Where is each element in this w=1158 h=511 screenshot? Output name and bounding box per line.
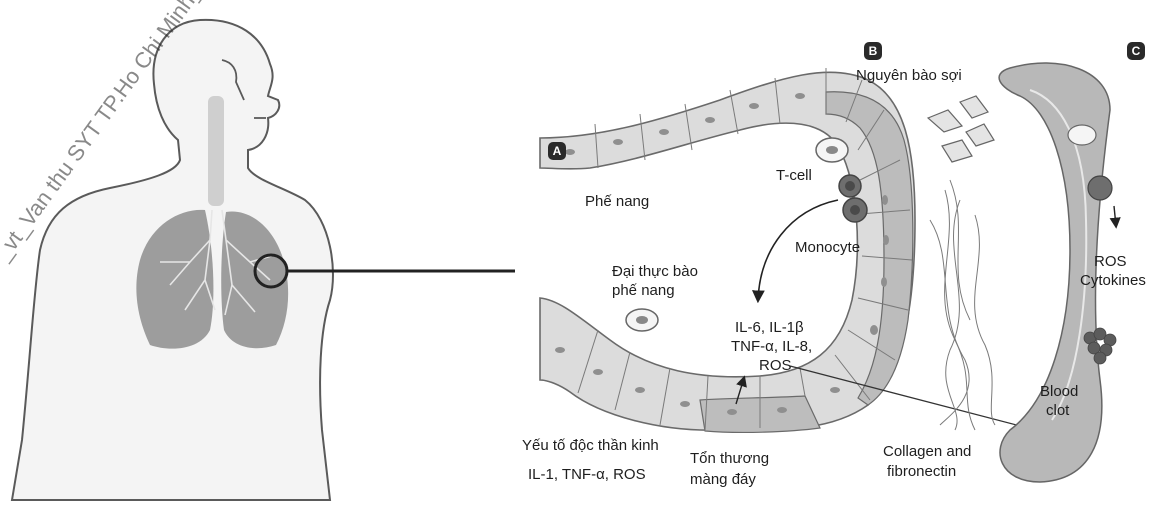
label-yeu-to-2: IL-1, TNF-α, ROS <box>528 465 646 484</box>
collagen-fibers <box>930 180 995 430</box>
badge-b: B <box>864 42 882 60</box>
label-collagen-1: Collagen and <box>883 442 971 461</box>
label-cytokines-vessel: Cytokines <box>1080 271 1146 290</box>
label-yeu-to-1: Yếu tố độc thần kinh <box>522 436 659 455</box>
label-ros: ROS <box>1094 252 1127 271</box>
arrow-ros <box>1114 206 1116 226</box>
label-monocyte: Monocyte <box>795 238 860 257</box>
label-ton-thuong-2: màng đáy <box>690 470 756 489</box>
label-collagen-2: fibronectin <box>887 462 956 481</box>
label-cytokines-2: TNF-α, IL-8, <box>731 337 812 356</box>
fibroblasts <box>928 96 994 162</box>
label-dai-thuc-bao-1: Đại thực bào <box>612 262 698 281</box>
label-cytokines-3: ROS <box>759 356 792 375</box>
label-dai-thuc-bao-2: phế nang <box>612 281 675 300</box>
monocyte <box>843 198 867 222</box>
cell-b-top <box>816 138 848 162</box>
label-blood-clot-2: clot <box>1046 401 1069 420</box>
label-cytokines-1: IL-6, IL-1β <box>735 318 804 337</box>
t-cell <box>839 175 861 197</box>
label-t-cell: T-cell <box>776 166 812 185</box>
trachea <box>208 96 224 206</box>
badge-a: A <box>548 142 566 160</box>
label-blood-clot-1: Blood <box>1040 382 1078 401</box>
alveolar-macrophage <box>626 309 658 331</box>
badge-c: C <box>1127 42 1145 60</box>
label-phe-nang: Phế nang <box>585 192 649 211</box>
label-ton-thuong-1: Tổn thương <box>690 449 769 468</box>
label-nguyen-bao-soi: Nguyên bào sợi <box>856 66 962 85</box>
